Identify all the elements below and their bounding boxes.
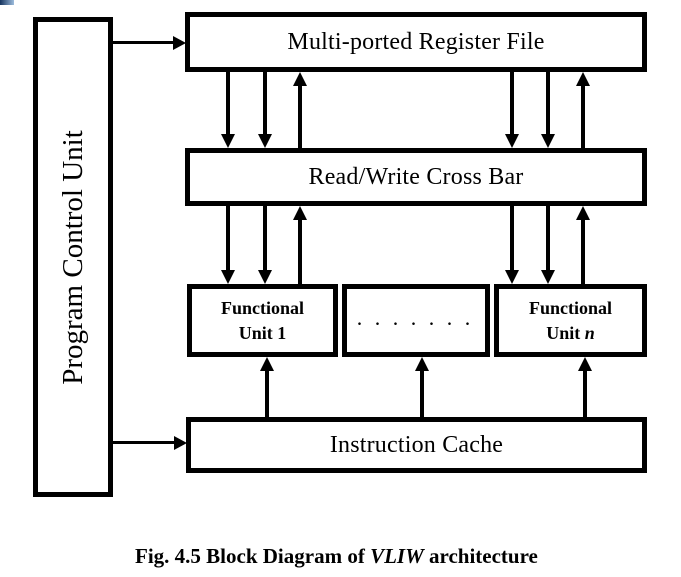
arrow-fu-to-cb-up-1	[293, 206, 307, 284]
functional-unit-1-label: Functional Unit 1	[221, 296, 304, 346]
functional-unit-n-index: n	[584, 322, 595, 343]
arrow-cb-to-rf-up-1	[293, 72, 307, 148]
arrow-ic-to-fun-up	[578, 357, 592, 417]
functional-unit-n-line1: Functional	[528, 297, 612, 318]
functional-unit-1-box: Functional Unit 1	[187, 284, 338, 357]
functional-unit-1-line1: Functional	[220, 297, 304, 318]
caption-suffix: architecture	[423, 544, 538, 568]
caption-emphasis: VLIW	[370, 544, 424, 568]
arrow-cb-to-fu-down-2	[258, 206, 272, 284]
instruction-cache-label: Instruction Cache	[329, 431, 504, 458]
program-control-unit-label: Program Control Unit	[56, 129, 89, 385]
cropped-text-artifact	[0, 0, 14, 5]
register-file-label: Multi-ported Register File	[287, 28, 545, 55]
functional-unit-n-word: Unit	[546, 322, 585, 343]
arrow-pcu-to-register-file	[112, 36, 186, 50]
register-file-box: Multi-ported Register File	[185, 12, 647, 72]
functional-unit-n-box: Functional Unit n	[494, 284, 647, 357]
arrow-pcu-to-instruction-cache	[112, 436, 187, 450]
crossbar-box: Read/Write Cross Bar	[185, 148, 647, 206]
instruction-cache-box: Instruction Cache	[186, 417, 647, 473]
arrow-rf-to-cb-down-4	[541, 72, 555, 148]
arrow-rf-to-cb-down-3	[505, 72, 519, 148]
arrow-cb-to-rf-up-2	[576, 72, 590, 148]
arrow-cb-to-fu-down-3	[505, 206, 519, 284]
arrow-ic-to-fu1-up	[260, 357, 274, 417]
functional-unit-1-line2: Unit 1	[238, 322, 287, 343]
figure-caption: Fig. 4.5 Block Diagram of VLIW architect…	[135, 544, 538, 569]
program-control-unit-box: Program Control Unit	[33, 17, 113, 497]
functional-unit-n-line2: Unit n	[529, 321, 612, 346]
functional-unit-n-label: Functional Unit n	[529, 296, 612, 346]
caption-prefix: Fig. 4.5 Block Diagram of	[135, 544, 371, 568]
ellipsis-box: . . . . . . .	[342, 284, 490, 357]
arrow-ic-to-mid-up	[415, 357, 429, 417]
ellipsis-label: . . . . . . .	[357, 311, 475, 329]
arrow-cb-to-fu-down-1	[221, 206, 235, 284]
arrow-rf-to-cb-down-1	[221, 72, 235, 148]
arrow-cb-to-fu-down-4	[541, 206, 555, 284]
arrow-rf-to-cb-down-2	[258, 72, 272, 148]
arrow-fu-to-cb-up-2	[576, 206, 590, 284]
crossbar-label: Read/Write Cross Bar	[308, 163, 524, 190]
